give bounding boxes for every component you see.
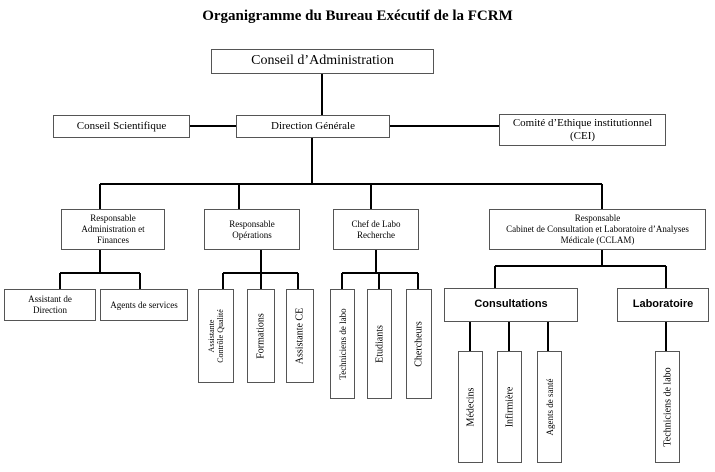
node-resp-administration-finances: Responsable Administration et Finances — [61, 209, 165, 250]
node-label: Techniciens de labo — [661, 367, 673, 447]
node-etudiants: Etudiants — [367, 289, 392, 399]
node-infirmiere: Infirmière — [497, 351, 522, 463]
node-label: Conseil Scientifique — [76, 119, 167, 132]
node-label: Etudiants — [373, 325, 385, 363]
node-direction-generale: Direction Générale — [236, 115, 390, 138]
node-label-line: Opérations — [232, 229, 272, 240]
node-agents-sante: Agents de santé — [537, 351, 562, 463]
node-label-line: Responsable — [90, 213, 136, 224]
node-label-line: (CEI) — [569, 130, 596, 142]
node-label-line: Administration et — [81, 224, 145, 235]
node-agents-services: Agents de services — [100, 289, 188, 321]
node-assistante-ce: Assistante CE — [286, 289, 314, 383]
node-label: Agents de santé — [544, 378, 555, 436]
node-label: Conseil d’Administration — [251, 53, 394, 69]
chart-title: Organigramme du Bureau Exécutif de la FC… — [202, 8, 513, 24]
node-chef-labo-recherche: Chef de Labo Recherche — [333, 209, 419, 250]
node-label-line: Responsable — [574, 213, 621, 224]
node-label: Laboratoire — [632, 298, 694, 311]
node-label-line: Cabinet de Consultation et Laboratoire d… — [506, 224, 689, 235]
node-techniciens-labo-cclam: Techniciens de labo — [655, 351, 680, 463]
node-assistante-controle-qualite: Assistante Contrôle Qualité — [198, 289, 234, 383]
node-label-line: Recherche — [357, 229, 395, 240]
node-label-line: Finances — [97, 234, 129, 245]
node-medecins: Médecins — [458, 351, 483, 463]
node-laboratoire: Laboratoire — [617, 288, 709, 322]
node-label: Médecins — [464, 387, 476, 427]
node-label-line: Direction — [33, 305, 67, 315]
node-label-line: Comité d’Ethique institutionnel — [512, 116, 653, 129]
node-label-line: Assistante — [206, 319, 216, 353]
node-comite-ethique: Comité d’Ethique institutionnel (CEI) — [499, 114, 666, 146]
node-label-line: Contrôle Qualité — [216, 309, 225, 363]
node-label: Techniciens de labo — [337, 308, 348, 380]
node-label-line: Assistant de — [28, 294, 72, 305]
node-label: Agents de services — [110, 299, 178, 310]
node-conseil-scientifique: Conseil Scientifique — [53, 115, 190, 138]
node-resp-operations: Responsable Opérations — [204, 209, 300, 250]
node-label: Infirmière — [503, 386, 515, 428]
node-label: Consultations — [474, 298, 548, 311]
node-label-line: Chef de Labo — [351, 218, 401, 229]
node-label-line: Responsable — [229, 218, 275, 229]
node-label: Chercheurs — [413, 321, 425, 367]
node-chercheurs: Chercheurs — [406, 289, 432, 399]
node-consultations: Consultations — [444, 288, 578, 322]
node-techniciens-labo-recherche: Techniciens de labo — [330, 289, 355, 399]
node-resp-cclam: Responsable Cabinet de Consultation et L… — [489, 209, 706, 250]
node-assistant-direction: Assistant de Direction — [4, 289, 96, 321]
node-label: Formations — [255, 313, 267, 359]
node-label-line: Médicale (CCLAM) — [560, 234, 635, 245]
node-label: Direction Générale — [271, 119, 355, 132]
node-conseil-administration: Conseil d’Administration — [211, 49, 434, 74]
node-formations: Formations — [247, 289, 275, 383]
node-label: Assistante CE — [294, 307, 306, 365]
